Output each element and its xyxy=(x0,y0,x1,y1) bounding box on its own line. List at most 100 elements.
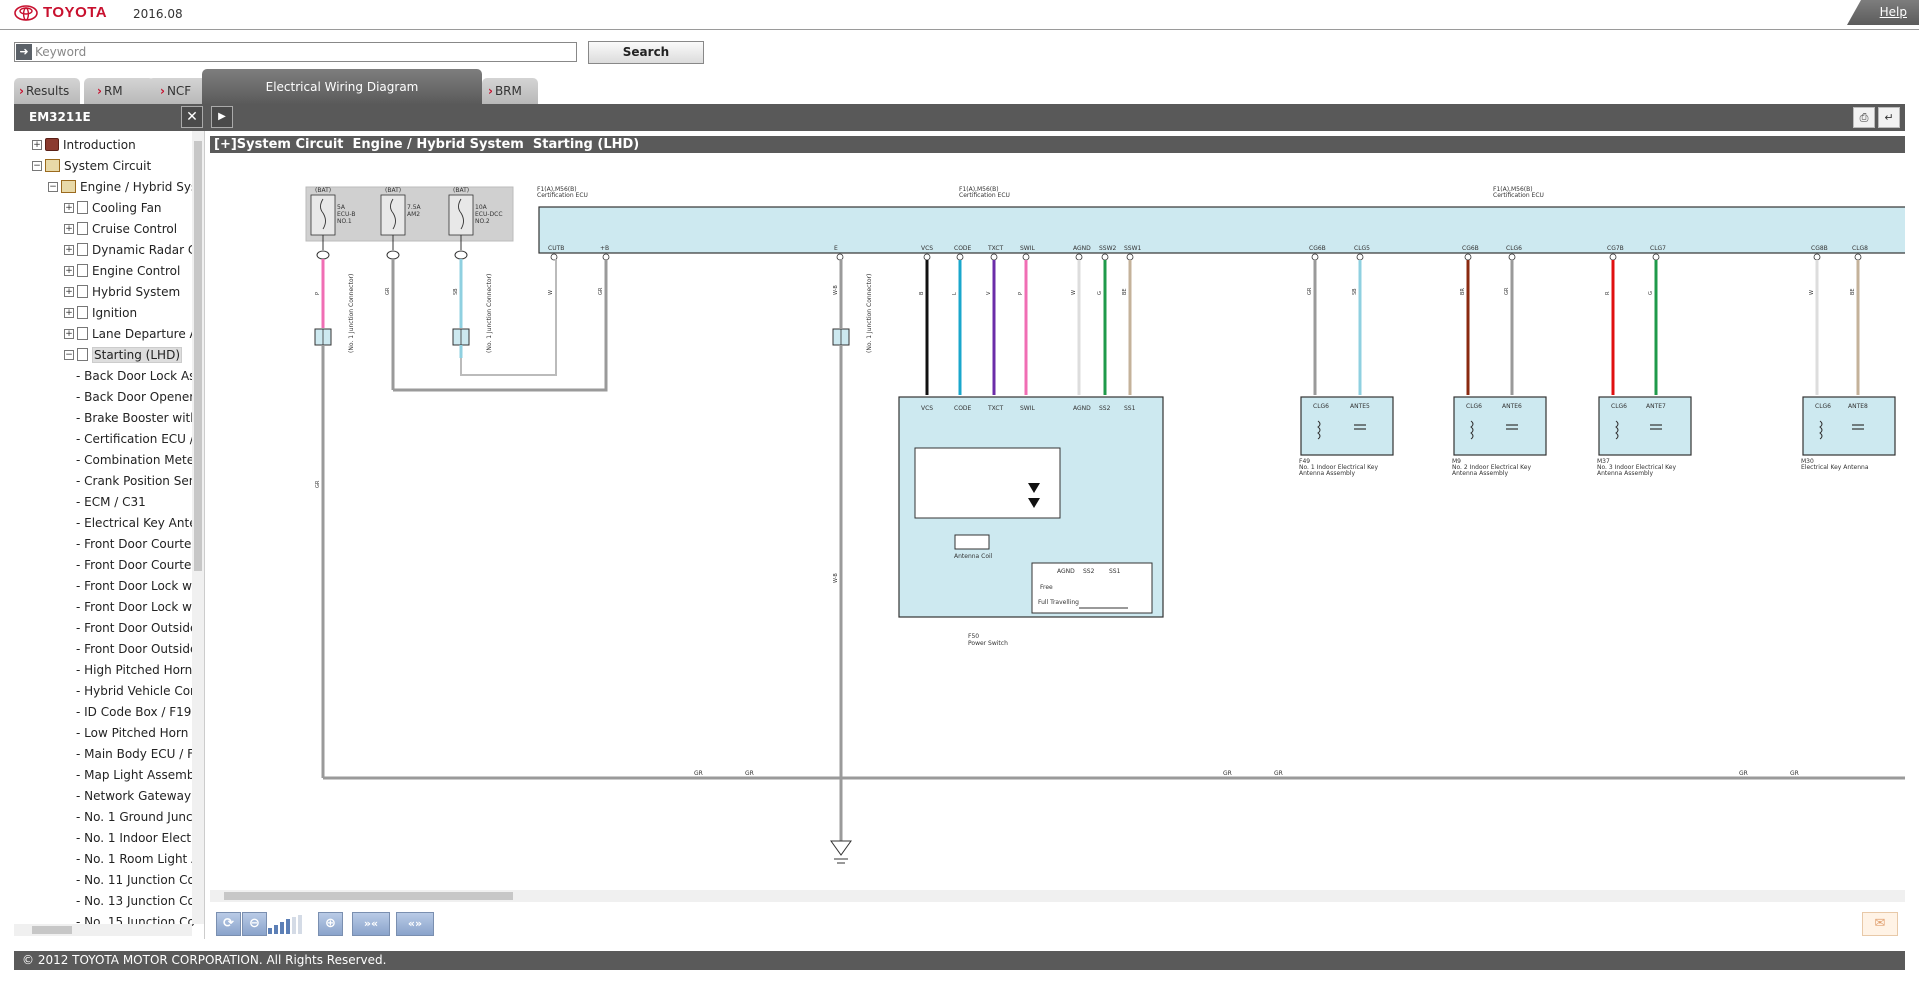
tree-item-leaf[interactable]: - Crank Position Sen xyxy=(76,473,197,488)
book-icon xyxy=(45,138,59,151)
footer: © 2012 TOYOTA MOTOR CORPORATION. All Rig… xyxy=(14,951,1905,970)
ecu-pin-label: CLG5 xyxy=(1354,245,1370,252)
enter-arrow-icon[interactable]: ➜ xyxy=(16,44,32,60)
tree-item-leaf[interactable]: - Front Door Lock wi xyxy=(76,578,196,593)
tree-item-system-circuit[interactable]: −System Circuit xyxy=(32,158,152,173)
expand-icon[interactable]: + xyxy=(32,139,42,150)
tab-electrical-wiring-diagram[interactable]: Electrical Wiring Diagram xyxy=(202,69,482,104)
tree-vertical-scrollbar[interactable] xyxy=(192,131,204,924)
collapse-icon[interactable]: − xyxy=(48,181,58,192)
help-link-label[interactable]: Help xyxy=(1879,5,1907,19)
expand-icon[interactable]: + xyxy=(64,223,74,234)
tree-item-leaf[interactable]: - Main Body ECU / F xyxy=(76,746,195,761)
toyota-logo-icon xyxy=(14,4,38,21)
collapse-icon[interactable]: − xyxy=(32,160,42,171)
wire-color-label: BE xyxy=(1122,288,1128,295)
tree-item-introduction[interactable]: +Introduction xyxy=(32,137,136,152)
tree-item-leaf[interactable]: - Front Door Outside xyxy=(76,620,198,635)
tree-item-leaf[interactable]: - Network Gateway E xyxy=(76,788,203,803)
zoom-in-button[interactable]: ⊕ xyxy=(318,912,343,936)
ecu-pin-label: SSW2 xyxy=(1099,245,1117,252)
tree-item-leaf[interactable]: - Low Pitched Horn A xyxy=(76,725,201,740)
first-page-button[interactable]: »« xyxy=(352,912,390,936)
antenna-assembly xyxy=(1453,396,1547,456)
antenna-pin-label: CLG6 xyxy=(1815,403,1831,410)
search-input[interactable] xyxy=(35,44,573,60)
tree-item-leaf[interactable]: - Electrical Key Ante xyxy=(76,515,197,530)
tab-rm[interactable]: ›RM xyxy=(84,78,154,104)
expand-icon[interactable]: + xyxy=(64,286,74,297)
prev-page-button[interactable]: «» xyxy=(396,912,434,936)
diagram-title: [+]System Circuit Engine / Hybrid System… xyxy=(210,136,1905,153)
tree-item-leaf[interactable]: - Combination Meter xyxy=(76,452,200,467)
tree-item-engine-control[interactable]: +Engine Control xyxy=(64,263,181,278)
back-button[interactable]: ↵ xyxy=(1878,107,1900,128)
diagram-horizontal-scrollbar[interactable] xyxy=(210,890,1905,902)
antenna-name: No. 1 Indoor Electrical Key xyxy=(1299,464,1379,471)
tree-item-leaf[interactable]: - No. 1 Indoor Electr xyxy=(76,830,197,845)
expand-icon[interactable]: + xyxy=(64,265,74,276)
tree-item-leaf[interactable]: - No. 11 Junction Co xyxy=(76,872,195,887)
tab-brm[interactable]: ›BRM xyxy=(482,78,538,104)
switch-pin-label: AGND xyxy=(1073,405,1091,412)
search-button[interactable]: Search xyxy=(588,41,704,64)
certification-ecu xyxy=(538,206,1905,254)
ground-wire-label: GR xyxy=(1790,770,1799,777)
ecu-pin-label: SSW1 xyxy=(1124,245,1142,252)
fuse-element xyxy=(320,198,326,230)
feedback-button[interactable]: ✉ xyxy=(1862,912,1898,936)
tree-item-leaf[interactable]: - Front Door Courtes xyxy=(76,557,198,572)
chevron-right-icon: › xyxy=(97,84,102,98)
tree-item-leaf[interactable]: - ID Code Box / F19 xyxy=(76,704,192,719)
tree-item-starting-lhd[interactable]: −Starting (LHD) xyxy=(64,346,182,363)
tree-item-leaf[interactable]: - Certification ECU / xyxy=(76,431,194,446)
print-button[interactable]: ⎙ xyxy=(1853,107,1875,128)
expand-icon[interactable]: + xyxy=(64,244,74,255)
wire-color-label: G xyxy=(1648,291,1654,295)
zoom-level-indicator[interactable] xyxy=(268,914,310,934)
tree-item-leaf[interactable]: - No. 1 Ground Junc xyxy=(76,809,193,824)
wire-color-label: SB xyxy=(453,288,459,295)
tree-item-engine-hybrid[interactable]: −Engine / Hybrid Sys xyxy=(48,179,198,194)
tree-item-leaf[interactable]: - Back Door Opener xyxy=(76,389,195,404)
expand-panel-button[interactable]: ▶ xyxy=(211,106,233,128)
tree-item-cooling-fan[interactable]: +Cooling Fan xyxy=(64,200,162,215)
tree-item-leaf[interactable]: - Hybrid Vehicle Con xyxy=(76,683,198,698)
tree-item-hybrid-system[interactable]: +Hybrid System xyxy=(64,284,181,299)
tree-item-leaf[interactable]: - ECM / C31 xyxy=(76,494,146,509)
tree-item-leaf[interactable]: - Front Door Courtes xyxy=(76,536,198,551)
tree-scroll-thumb[interactable] xyxy=(194,141,202,571)
ecu-name: Certification ECU xyxy=(959,192,1010,199)
refresh-button[interactable]: ⟳ xyxy=(216,912,241,936)
antenna-coil xyxy=(954,534,990,550)
tree-item-ignition[interactable]: +Ignition xyxy=(64,305,138,320)
tree-item-leaf[interactable]: - High Pitched Horn xyxy=(76,662,193,677)
tree-item-cruise-control[interactable]: +Cruise Control xyxy=(64,221,178,236)
tree-item-leaf[interactable]: - Front Door Outside xyxy=(76,641,198,656)
tree-item-dynamic-radar[interactable]: +Dynamic Radar C xyxy=(64,242,197,257)
tree-item-leaf[interactable]: - Map Light Assembl xyxy=(76,767,198,782)
expand-icon[interactable]: + xyxy=(64,328,74,339)
help-link[interactable]: Help xyxy=(1847,0,1919,25)
tab-results[interactable]: ›Results xyxy=(14,78,80,104)
tree-item-leaf[interactable]: - Front Door Lock wi xyxy=(76,599,196,614)
antenna-pin-label: CLG6 xyxy=(1466,403,1482,410)
tree-horizontal-scrollbar[interactable] xyxy=(14,924,192,936)
wire-color-label: BR xyxy=(1460,288,1466,295)
antenna-pin-label: ANTE7 xyxy=(1646,403,1666,410)
collapse-icon[interactable]: − xyxy=(64,349,74,360)
zoom-out-button[interactable]: ⊖ xyxy=(242,912,267,936)
tree-item-leaf[interactable]: - Brake Booster with xyxy=(76,410,198,425)
expand-icon[interactable]: + xyxy=(64,307,74,318)
wire-color-label: W xyxy=(1809,290,1815,295)
tree-item-leaf[interactable]: - No. 13 Junction Co xyxy=(76,893,195,908)
diagram-scroll-thumb[interactable] xyxy=(224,892,513,900)
page-icon xyxy=(77,285,88,298)
tree-item-leaf[interactable]: - No. 1 Room Light A xyxy=(76,851,200,866)
tree-hscroll-thumb[interactable] xyxy=(32,926,72,934)
expand-icon[interactable]: + xyxy=(64,202,74,213)
close-panel-button[interactable]: ✕ xyxy=(181,106,203,128)
tree-item-leaf[interactable]: - Back Door Lock As xyxy=(76,368,196,383)
tree-item-lane-departure[interactable]: +Lane Departure A xyxy=(64,326,198,341)
